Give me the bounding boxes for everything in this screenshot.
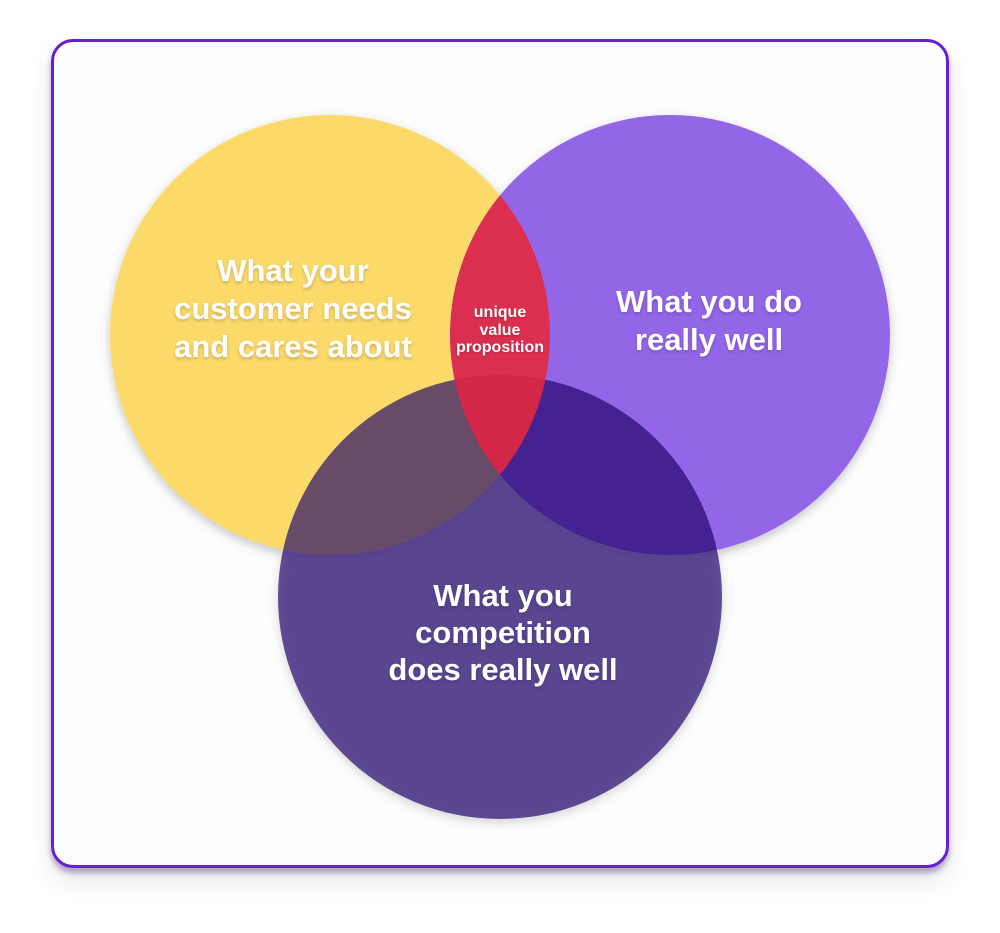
intersection-lens	[450, 195, 550, 475]
competition-circle-label: What you competition does really well	[388, 578, 618, 687]
you-circle-label: What you do really well	[616, 284, 802, 357]
unique-value-proposition-label: unique value proposition	[456, 304, 544, 356]
customer-circle-label: What your customer needs and cares about	[174, 253, 412, 364]
competition-circle	[278, 375, 722, 819]
